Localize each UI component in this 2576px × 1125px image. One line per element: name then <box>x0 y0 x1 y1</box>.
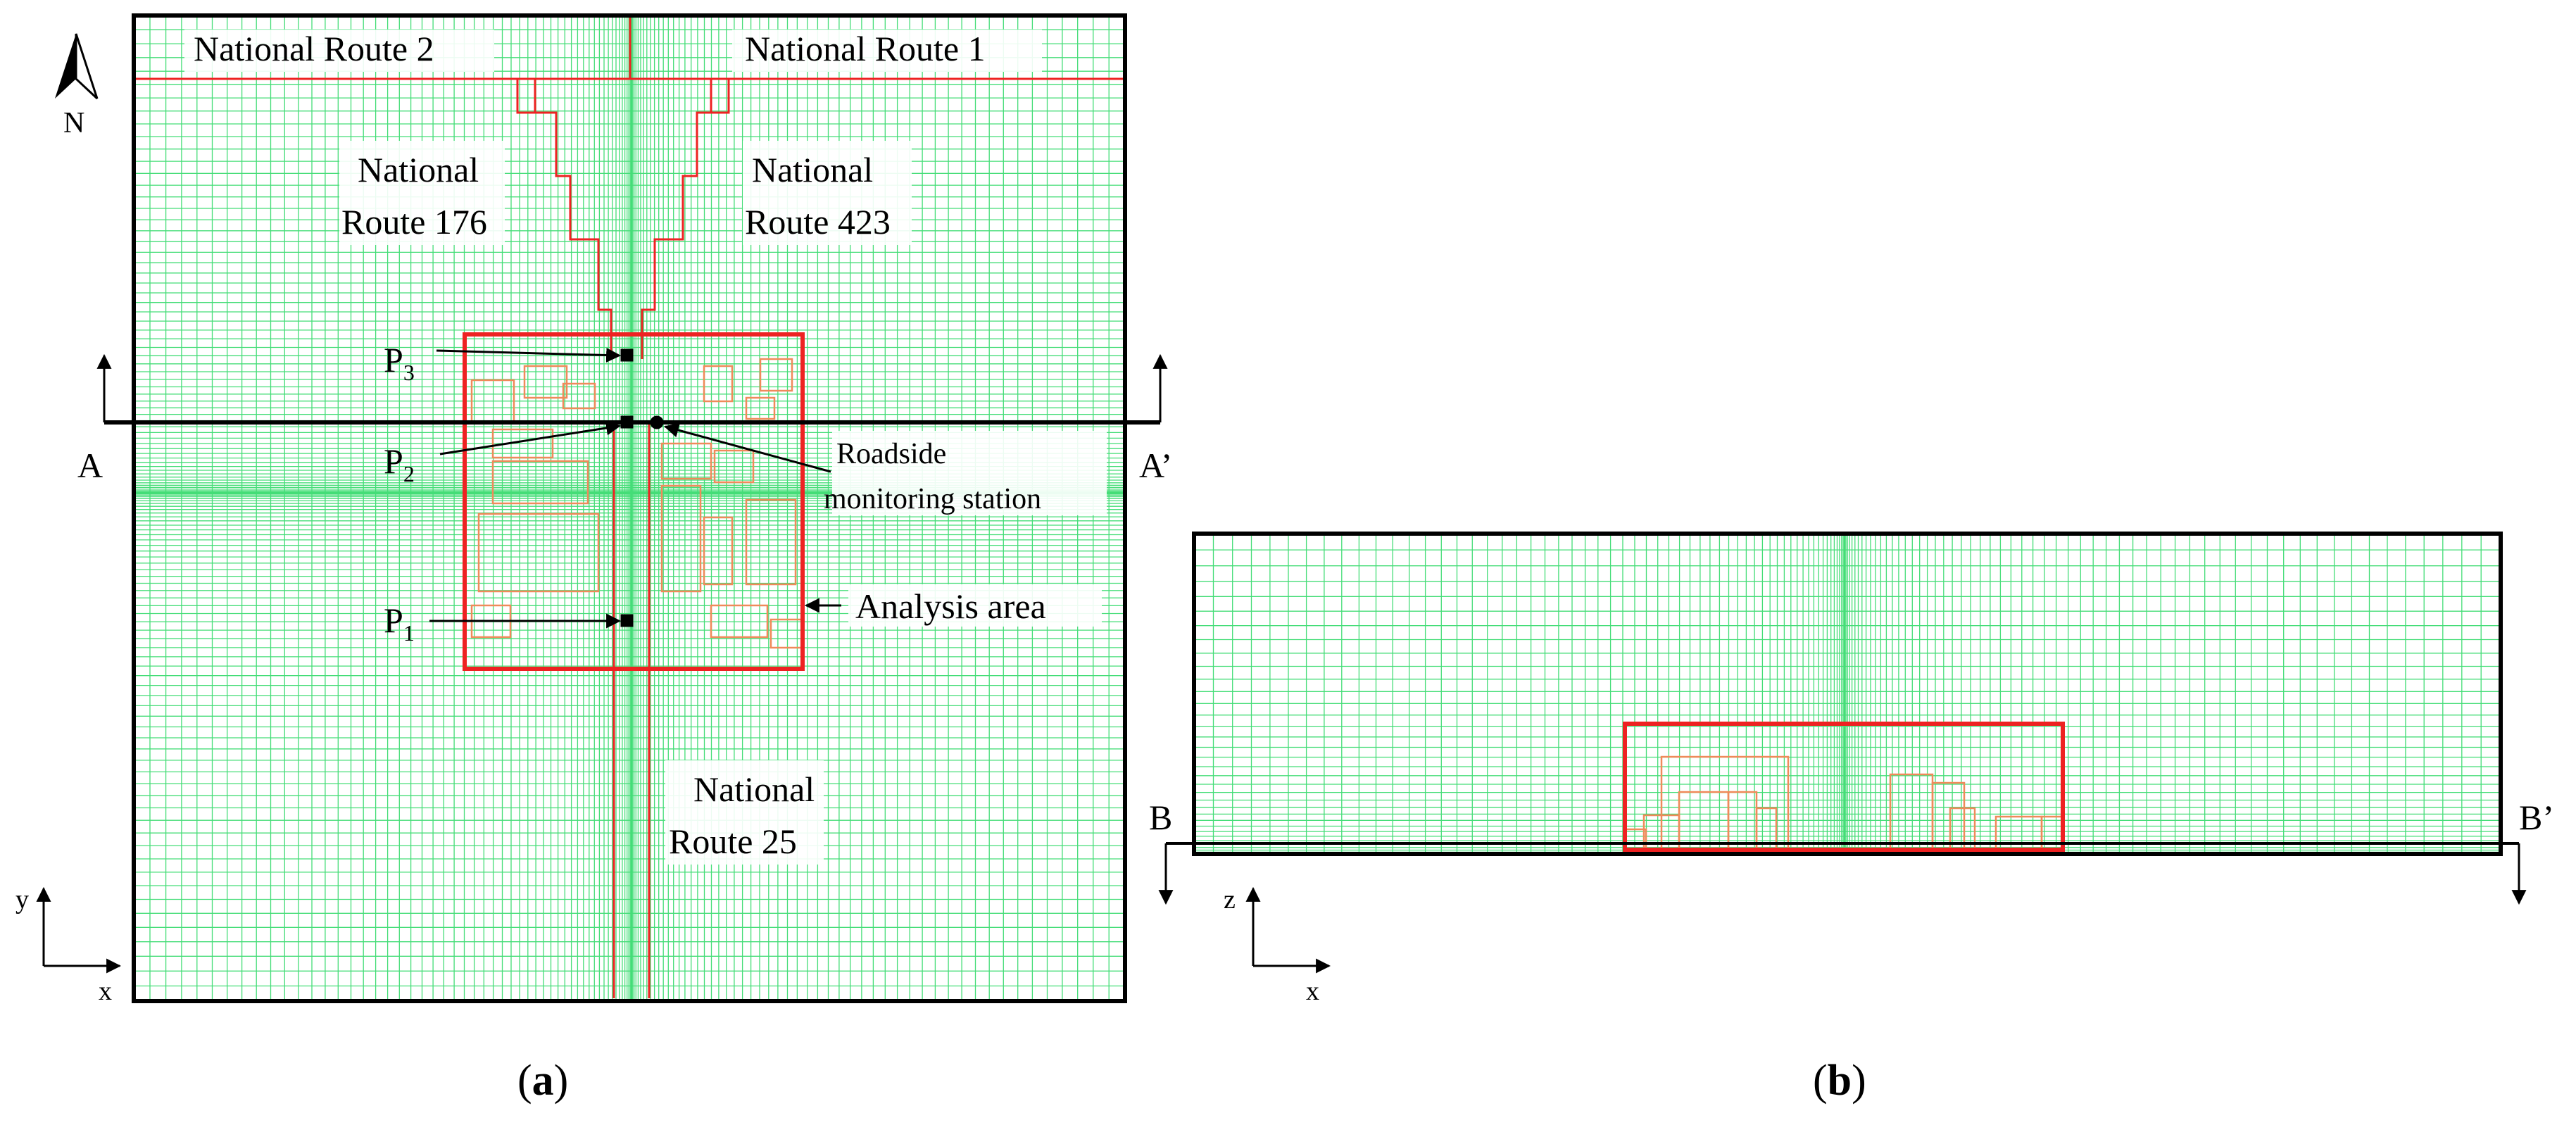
section-line-b <box>1158 842 2527 905</box>
north-label: N <box>63 107 84 139</box>
xz-axis-indicator <box>1245 886 1331 974</box>
route-25-label-line2: Route 25 <box>669 822 797 861</box>
analysis-area-boundary <box>463 332 805 671</box>
p2-marker <box>620 415 634 429</box>
x-axis-label-b: x <box>1306 976 1319 1006</box>
north-arrow-right-half <box>75 33 99 100</box>
station-label-line1: Roadside <box>836 438 946 470</box>
building <box>1727 791 1758 851</box>
building <box>703 365 734 403</box>
station-marker <box>650 415 664 429</box>
panel-b: B B’ z x (b) <box>1149 532 2554 1105</box>
analysis-area-label-bg <box>848 584 1102 627</box>
north-arrow-left-half <box>55 34 76 99</box>
building <box>1889 773 1934 851</box>
route-176-label-line2: Route 176 <box>341 202 487 241</box>
route-25-label-line1: National <box>693 769 815 809</box>
building <box>660 442 712 480</box>
building <box>745 498 797 586</box>
road-route-423 <box>641 79 730 359</box>
section-a-start-label: A <box>77 446 103 485</box>
plan-domain-frame <box>132 13 1127 1003</box>
p2-arrow <box>439 420 622 455</box>
building <box>745 396 776 420</box>
route-25-label-bg <box>665 760 824 865</box>
p3-arrow <box>436 347 622 363</box>
caption-b: (b) <box>1813 1057 1866 1105</box>
section-domain-frame <box>1192 532 2503 856</box>
section-b-start-label: B <box>1149 798 1172 837</box>
building <box>1678 791 1730 851</box>
route-423-label-line2: Route 423 <box>745 202 891 241</box>
route-176-label-bg <box>339 141 505 245</box>
route-labels: National Route 2 National Route 1 Nation… <box>184 29 1042 865</box>
route-2-label-bg <box>184 30 494 72</box>
building <box>1623 828 1647 851</box>
building <box>1660 755 1790 851</box>
building <box>491 460 589 505</box>
section-a-end-label: A’ <box>1139 446 1172 485</box>
road-route-176 <box>516 79 612 359</box>
caption-a: (a) <box>517 1057 568 1105</box>
monitoring-points <box>429 347 841 629</box>
z-axis-label: z <box>1224 885 1236 915</box>
analysis-area-section-boundary <box>1623 722 2065 852</box>
analysis-area-label: Analysis area <box>855 586 1046 626</box>
panel-a: National Route 2 National Route 1 Nation… <box>15 13 1172 1105</box>
route-1-label: National Route 1 <box>745 29 986 68</box>
section-b-end-label: B’ <box>2519 798 2554 837</box>
station-label-bg <box>832 431 1107 515</box>
buildings-plan <box>470 358 804 649</box>
route-2-label: National Route 2 <box>194 29 434 68</box>
north-arrow-icon: N <box>55 33 99 139</box>
p1-marker <box>620 614 634 627</box>
p3-marker <box>620 348 634 362</box>
y-axis-label: y <box>15 885 29 915</box>
route-423-label-bg <box>743 141 912 245</box>
x-axis-label: x <box>99 976 112 1006</box>
building <box>562 382 596 410</box>
xy-axis-indicator <box>36 886 122 974</box>
building <box>477 513 600 593</box>
p1-label: P1 <box>384 601 415 646</box>
route-176-label-line1: National <box>358 150 479 189</box>
building <box>769 618 804 649</box>
road-network <box>134 15 1125 998</box>
station-label-line2: monitoring station <box>824 483 1041 515</box>
p3-label: P3 <box>384 340 415 385</box>
route-423-label-line1: National <box>752 150 873 189</box>
building <box>713 449 755 484</box>
p2-label: P2 <box>384 441 415 486</box>
point-labels: P3 P2 P1 Roadside monitoring station Ana… <box>77 340 1172 646</box>
route-1-label-bg <box>732 30 1042 72</box>
building <box>660 484 702 593</box>
building <box>491 428 554 459</box>
station-arrow <box>663 422 831 473</box>
building <box>710 604 769 639</box>
building <box>759 358 793 392</box>
section-mesh-grid <box>1193 533 2501 855</box>
building <box>523 365 568 399</box>
building <box>703 516 734 586</box>
